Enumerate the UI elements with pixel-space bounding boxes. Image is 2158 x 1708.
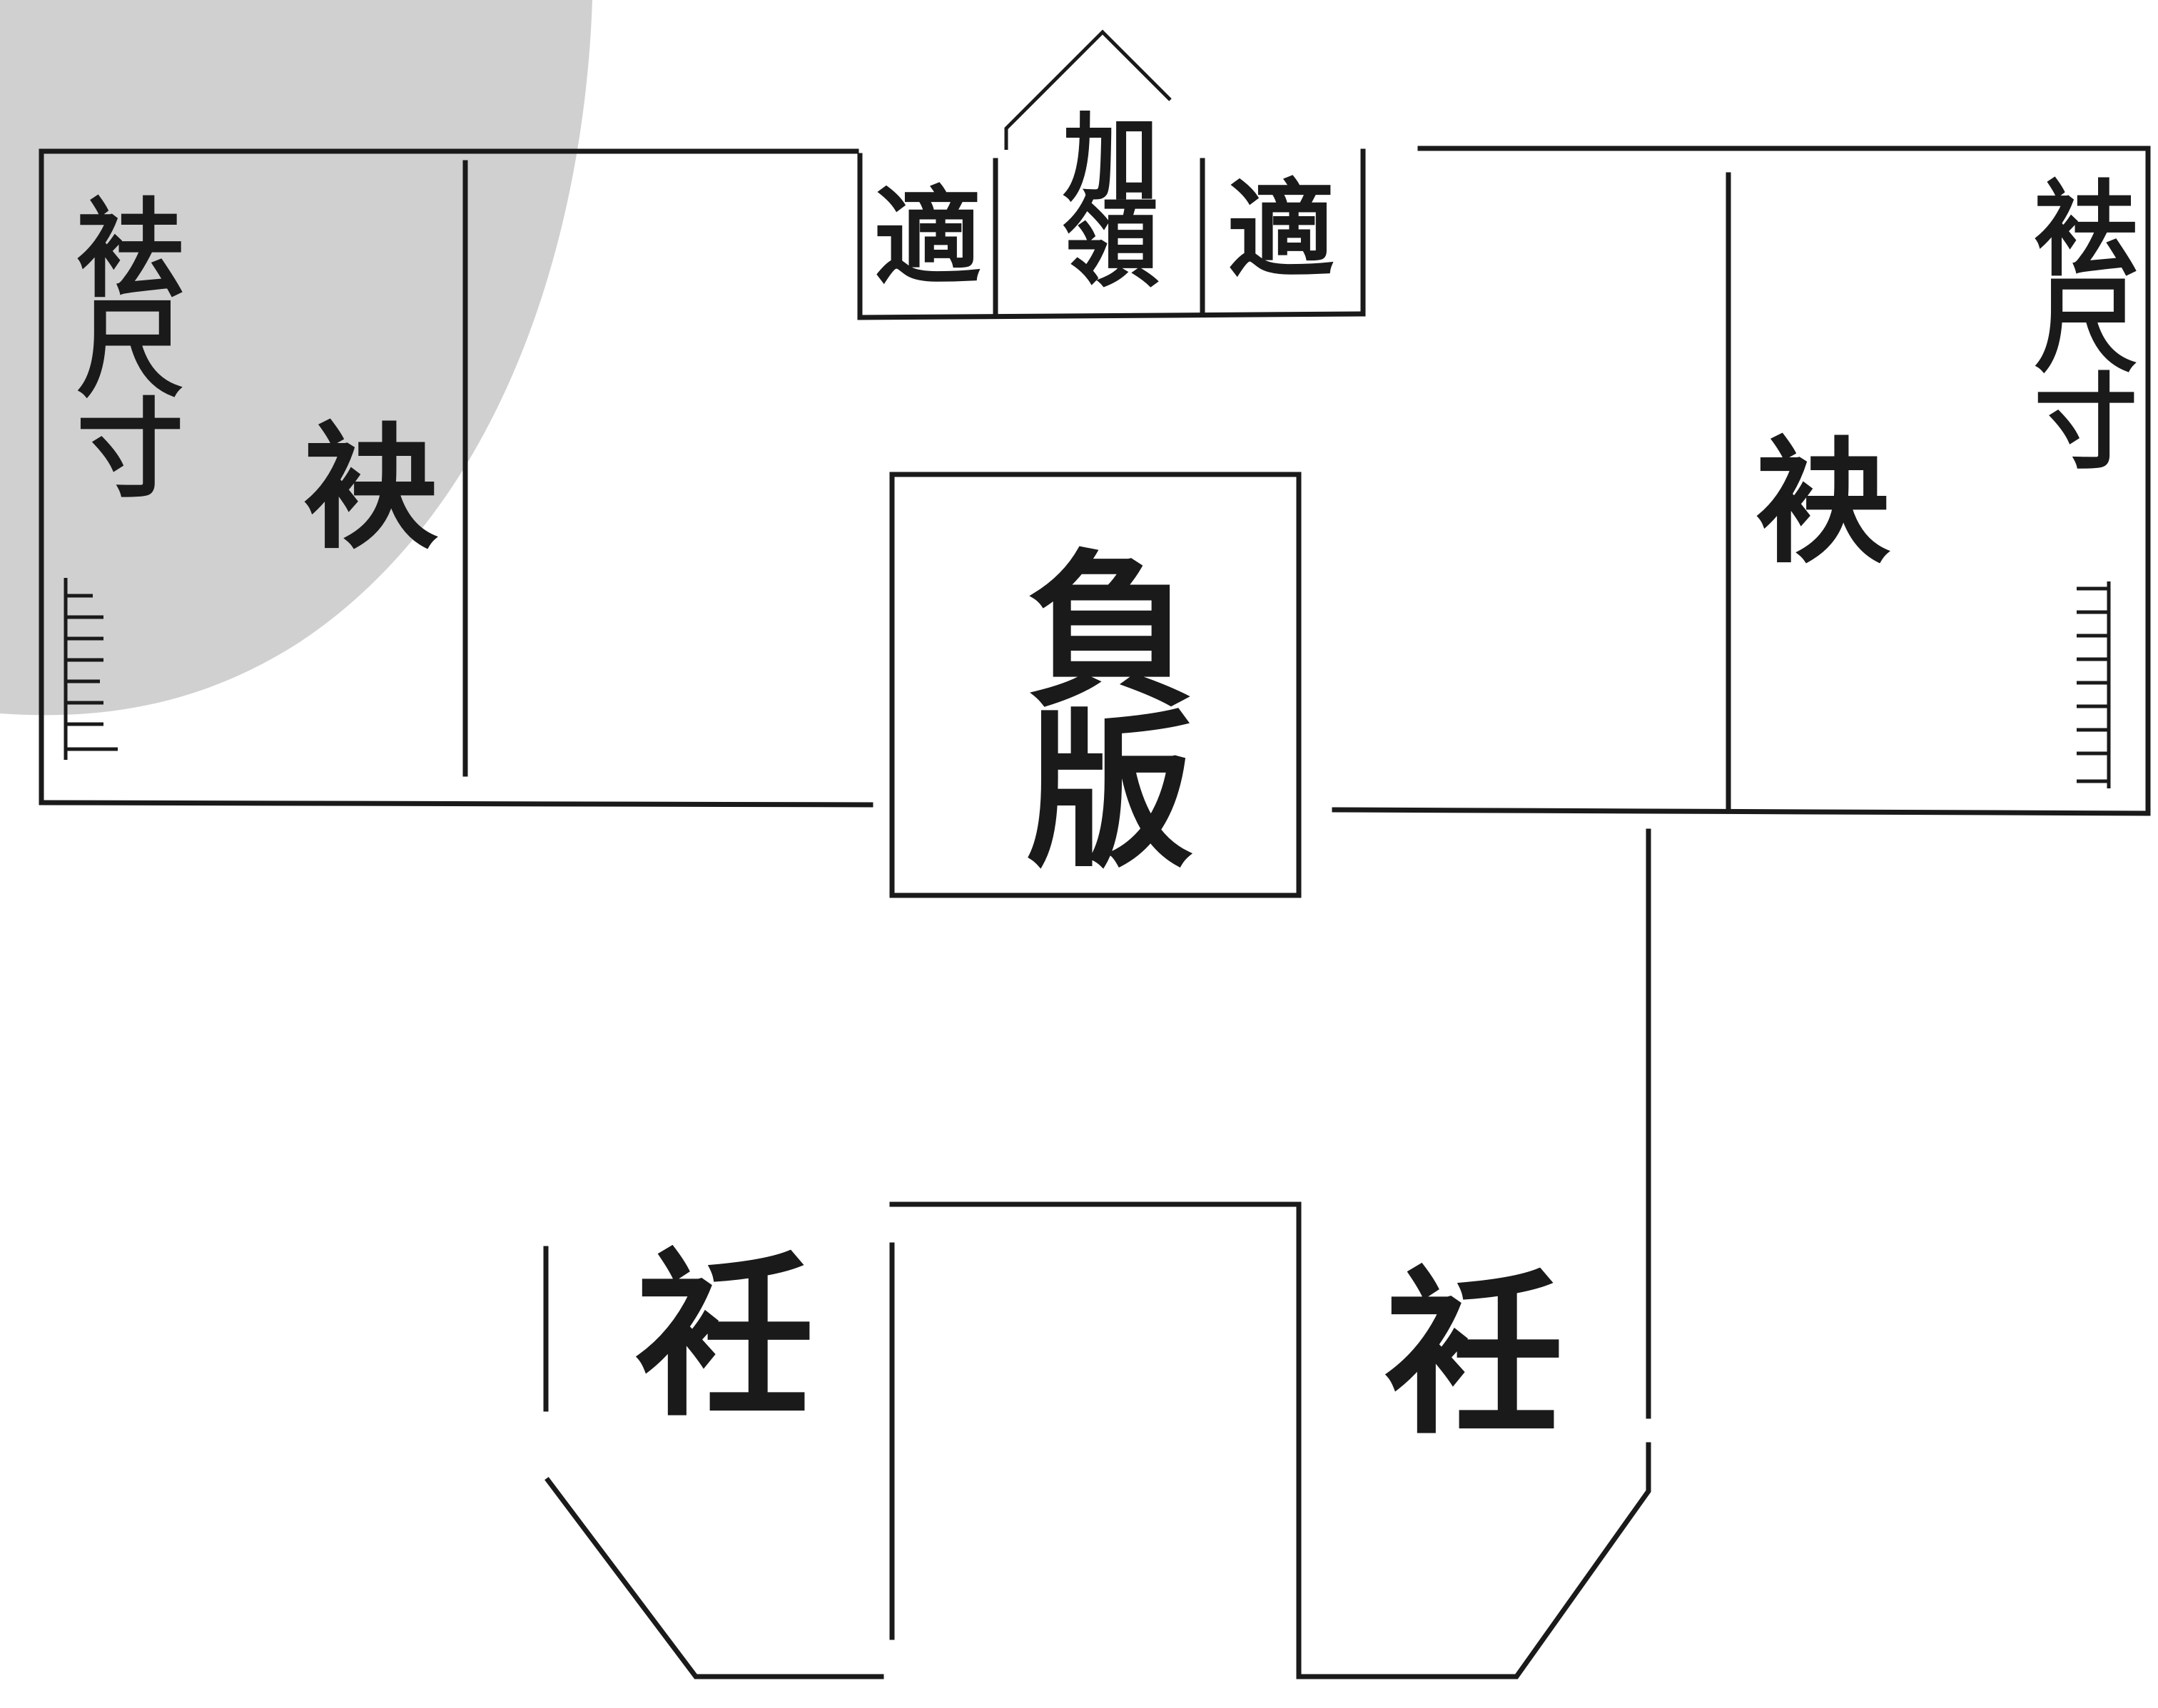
skirt-label-left: 衽 [635, 1231, 814, 1440]
cuff-label-right: 袪尺寸 [2016, 175, 2138, 469]
collar-center-label: 加領 [1046, 107, 1160, 288]
cuff-scale-left [64, 578, 118, 760]
skirt-label-right: 衽 [1384, 1249, 1563, 1458]
collar-side-label-right: 適 [1227, 168, 1334, 293]
collar-side-label-left: 適 [874, 175, 981, 300]
cuff-label-left: 袪尺寸 [59, 193, 184, 498]
ink-stain [0, 0, 592, 716]
back-panel-label: 負版 [997, 542, 1194, 870]
sleeve-label-left: 袂 [303, 408, 439, 567]
upper-body-outline [39, 146, 2151, 816]
cuff-scale-right [2077, 581, 2111, 788]
sleeve-label-right: 袂 [1756, 422, 1891, 581]
back-panel-box [889, 472, 1302, 898]
skirt-outline [543, 828, 1651, 1679]
collar-outline [857, 29, 1366, 320]
